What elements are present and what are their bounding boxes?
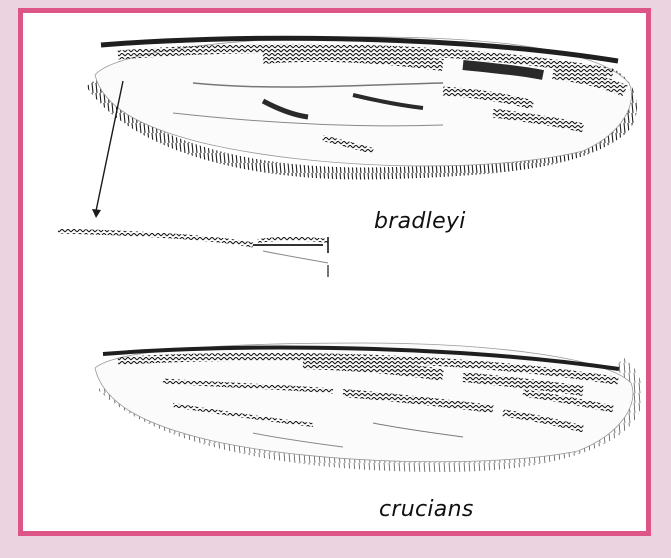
wing-bradleyi [91, 37, 632, 218]
wing-illustration [23, 13, 646, 531]
species-label-bradleyi: bradleyi [374, 209, 466, 234]
species-label-crucians: crucians [379, 497, 474, 522]
wing-crucians [95, 343, 636, 465]
illustration-frame: bradleyi crucians [18, 8, 651, 536]
arrow-head [92, 209, 101, 218]
vein-detail [58, 231, 328, 277]
